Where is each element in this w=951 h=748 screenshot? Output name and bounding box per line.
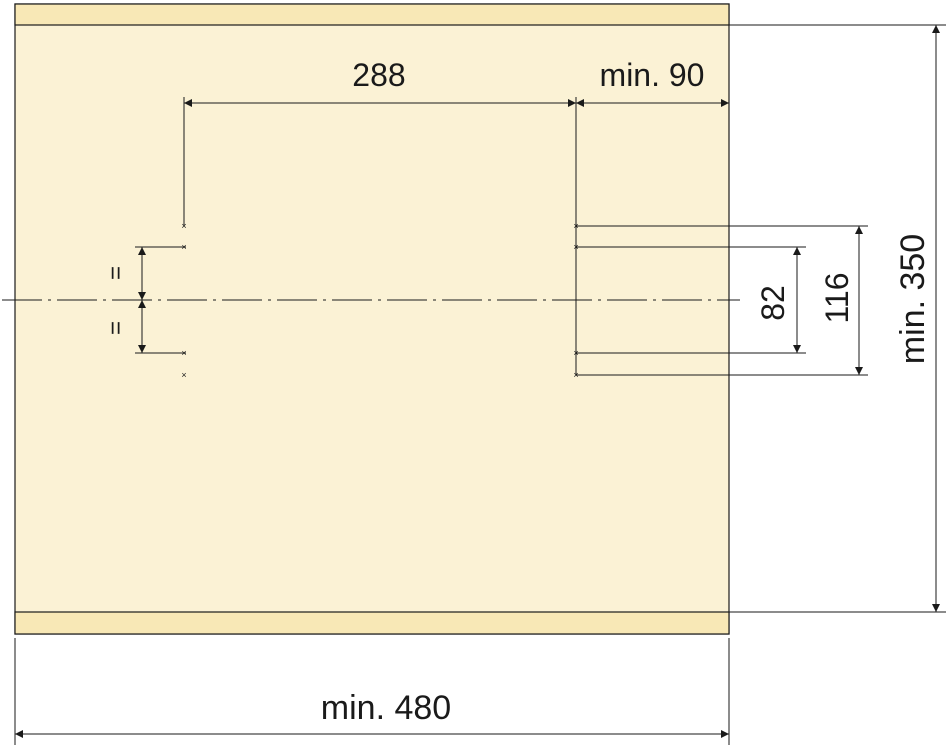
dimension-116-label: 116	[819, 272, 855, 323]
svg-text:×: ×	[181, 242, 186, 252]
bottom-edge-strip	[14, 611, 730, 635]
svg-text:×: ×	[573, 221, 578, 231]
top-edge-strip	[14, 3, 730, 26]
equal-mark-upper: =	[103, 266, 130, 280]
dimension-288-label: 288	[352, 57, 405, 93]
svg-text:×: ×	[181, 221, 186, 231]
right-hole-markers	[575, 97, 868, 376]
dimension-min-480-label: min. 480	[321, 689, 451, 727]
svg-text:×: ×	[181, 370, 186, 380]
dimension-min-90-label: min. 90	[600, 57, 705, 93]
panel	[14, 3, 730, 635]
svg-text:×: ×	[573, 348, 578, 358]
hole-marks-right: × × × ×	[573, 221, 578, 380]
svg-text:×: ×	[181, 348, 186, 358]
svg-text:×: ×	[573, 370, 578, 380]
dimension-min-350-label: min. 350	[894, 234, 932, 364]
hole-marks-left: × × × ×	[181, 221, 186, 380]
dimension-82-label: 82	[755, 285, 791, 321]
svg-text:×: ×	[573, 242, 578, 252]
equal-mark-lower: =	[103, 321, 130, 335]
